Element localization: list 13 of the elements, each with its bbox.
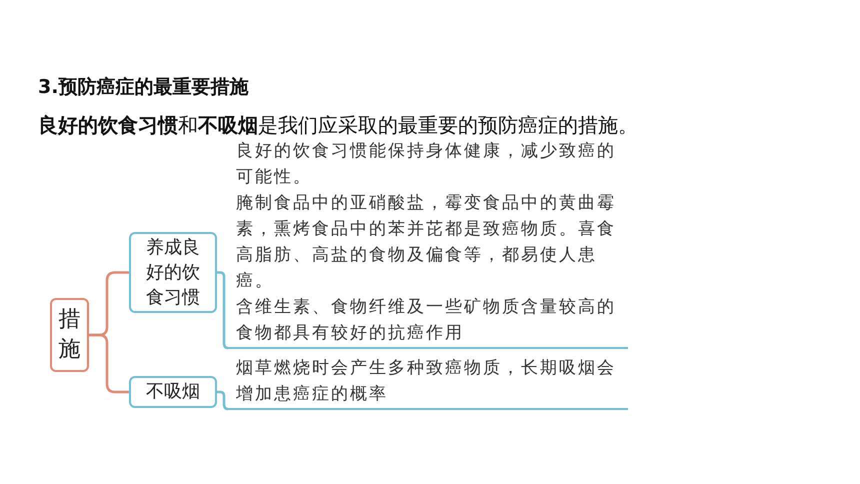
paragraph: 腌制食品中的亚硝酸盐，霉变食品中的黄曲霉素，熏烤食品中的苯并芘都是致癌物质。喜食高脂肪、高盐的食物及偏食等，都易使人患癌。	[236, 192, 617, 293]
heading: 3.预防癌症的最重要措施	[38, 75, 248, 100]
paragraph: 烟草燃烧时会产生多种致癌物质，长期吸烟会增加患癌症的概率	[236, 357, 617, 406]
category-box	[50, 298, 89, 372]
paragraph: 良好的饮食习惯能保持身体健康，减少致癌的可能性。	[236, 140, 617, 189]
box-label: 措施	[58, 306, 80, 364]
connector-line	[89, 334, 129, 394]
topic-box: 不吸烟	[129, 376, 217, 408]
paragraph: 含维生素、食物纤维及一些矿物质含量较高的食物都具有较好的抗癌作用	[236, 296, 617, 345]
topic-box: 养成良好的饮食习惯	[129, 232, 217, 313]
summary-sentence: 良好的饮食习惯和不吸烟是我们应采取的最重要的预防癌症的措施。	[38, 112, 638, 139]
connector-line	[217, 271, 228, 350]
connector-line	[217, 390, 228, 410]
